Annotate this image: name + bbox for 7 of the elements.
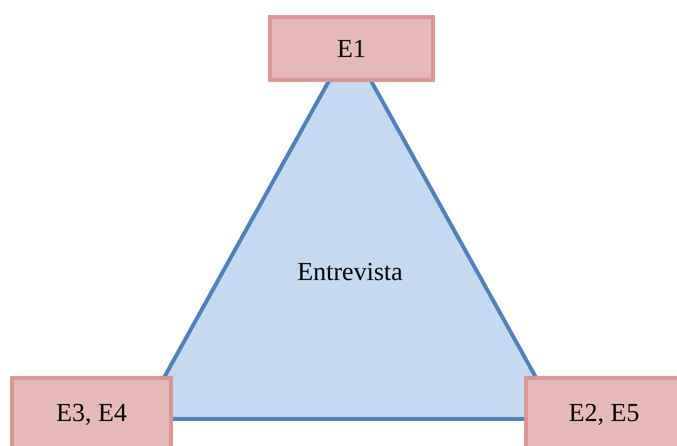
node-label: E3, E4	[56, 398, 127, 428]
node-label: Entrevista	[297, 257, 403, 287]
label-box	[524, 376, 677, 446]
label-box	[268, 15, 435, 82]
label-box	[10, 376, 173, 446]
node-label: E1	[337, 34, 366, 64]
node-label: E2, E5	[568, 398, 640, 428]
